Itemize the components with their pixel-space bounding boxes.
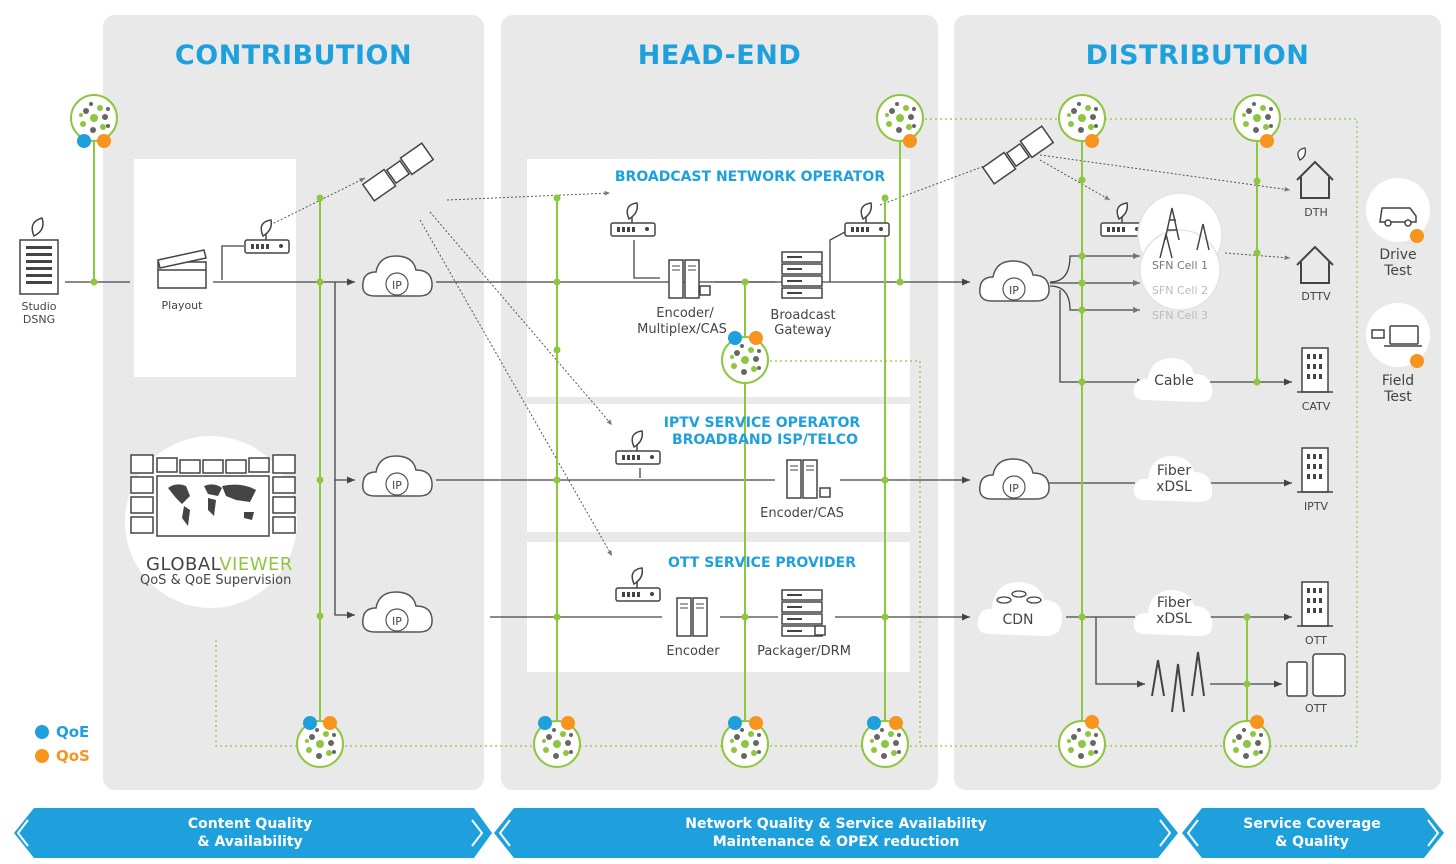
legend-qos-dot [35,749,49,763]
ott-provider-title: OTT SERVICE PROVIDER [668,555,856,571]
probe-dist-top-1 [1058,94,1106,148]
cable-label: Cable [1154,373,1194,389]
catv-building-icon [1296,347,1334,393]
ip-label-4: IP [1009,284,1019,297]
probe-bottom-4 [861,716,909,768]
fiber-1-label-1: Fiber [1156,463,1192,479]
dth-house-icon [1296,161,1334,199]
band-network-quality-label-1: Network Quality & Service Availability [685,816,987,832]
studio-label-2: DSNG [22,313,56,326]
iptv-operator-title-1: IPTV SERVICE OPERATOR [663,415,861,431]
field-test-label-2: Test [1384,389,1412,405]
broadcast-modem-icon [610,202,656,237]
ott-devices-icon [1286,653,1346,697]
ip-label-2: IP [392,479,402,492]
encoder-mux-label-2: Multiplex/CAS [637,322,727,337]
ott-building-label: OTT [1305,634,1327,647]
studio-icon [19,217,59,295]
ott-modem-icon [615,567,661,602]
probe-bottom-5 [1058,715,1106,768]
encoder-label: Encoder [666,644,720,659]
probe-broadcast [721,331,769,384]
encoder-icon [676,597,708,637]
dttv-house-icon [1296,246,1334,284]
cable-cloud [1133,358,1213,402]
field-test-label-1: Field [1381,373,1415,389]
sfn-cloud [1137,192,1223,311]
dttv-label: DTTV [1301,290,1331,303]
catv-label: CATV [1301,400,1331,413]
section-title-contribution: CONTRIBUTION [174,40,413,71]
fiber-2-label-2: xDSL [1156,611,1192,627]
band-content-quality-label-1: Content Quality [187,816,313,832]
probe-dist-top-2 [1233,94,1281,148]
studio-label-1: Studio [21,300,57,313]
band-content-quality-label-2: & Availability [197,834,303,850]
cdn-cloud [977,582,1062,636]
field-test-icon [1371,325,1422,347]
fiber-2-label-1: Fiber [1156,595,1192,611]
iptv-building-icon [1296,447,1334,493]
iptv-label: IPTV [1303,500,1329,513]
sfn-cell-2-label: SFN Cell 2 [1151,284,1209,297]
playout-label: Playout [161,299,203,312]
iptv-operator-title-2: BROADBAND ISP/TELCO [671,432,859,448]
packager-label: Packager/DRM [757,644,851,659]
mobile-towers [1151,651,1205,713]
legend-qos-label: QoS [56,747,90,765]
ip-label-3: IP [392,615,402,628]
fiber-cloud-2 [1133,590,1213,636]
sfn-towers [1159,207,1210,259]
section-title-distribution: DISTRIBUTION [1085,40,1310,71]
cdn-label: CDN [1002,612,1034,628]
probe-bottom-1 [296,716,344,768]
broadcast-gateway-icon [781,251,823,299]
broadcast-operator-title: BROADCAST NETWORK OPERATOR [614,169,886,185]
world-map-icon [168,484,256,526]
ip-label-1: IP [392,279,402,292]
ip-label-5: IP [1009,482,1019,495]
section-title-headend: HEAD-END [637,40,802,71]
broadcast-gateway-label-2: Gateway [774,323,832,338]
band-network-quality [494,808,1178,858]
ott-provider-box [527,542,910,672]
iptv-operator-box [527,404,910,532]
gateway-modem-icon [844,202,890,237]
legend-qoe-label: QoE [56,723,90,741]
globalviewer-tagline: QoS & QoE Supervision [140,573,292,588]
encoder-mux-label-1: Encoder/ [656,306,714,321]
encoder-cas-icon [786,459,818,499]
uplink-modem-icon [244,219,290,254]
probe-bottom-2 [533,716,581,768]
drive-test-label-2: Test [1384,263,1412,279]
encoder-cas-label: Encoder/CAS [760,506,844,521]
encoder-mux-icon [668,259,700,299]
drive-test-icon [1379,207,1417,227]
playout-icon [157,249,207,289]
broadcast-gateway-label-1: Broadcast [770,308,836,323]
legend-qoe-dot [35,725,49,739]
satellite-icon [362,142,434,202]
globalviewer-brand: GLOBALVIEWER [146,554,293,575]
probe-headend-top [876,94,924,148]
dth-label: DTH [1304,206,1328,219]
sfn-cell-3-label: SFN Cell 3 [1151,309,1209,322]
fiber-1-label-2: xDSL [1156,479,1192,495]
band-service-coverage-label-1: Service Coverage [1243,816,1381,832]
band-content-quality [14,808,492,858]
drive-test-label-1: Drive [1379,247,1417,263]
broadcast-operator-box [527,159,910,397]
probe-bottom-6 [1223,715,1271,768]
probe-bottom-3 [721,716,769,768]
band-service-coverage [1182,808,1444,858]
sfn-cell-1-label: SFN Cell 1 [1151,259,1209,272]
band-network-quality-label-2: Maintenance & OPEX reduction [712,834,960,850]
ott-building-icon [1296,581,1334,627]
ott-devices-label: OTT [1305,702,1327,715]
band-service-coverage-label-2: & Quality [1275,834,1349,850]
satellite-icon-2 [982,125,1054,185]
probe-studio [70,94,118,148]
fiber-cloud-1 [1133,456,1213,502]
